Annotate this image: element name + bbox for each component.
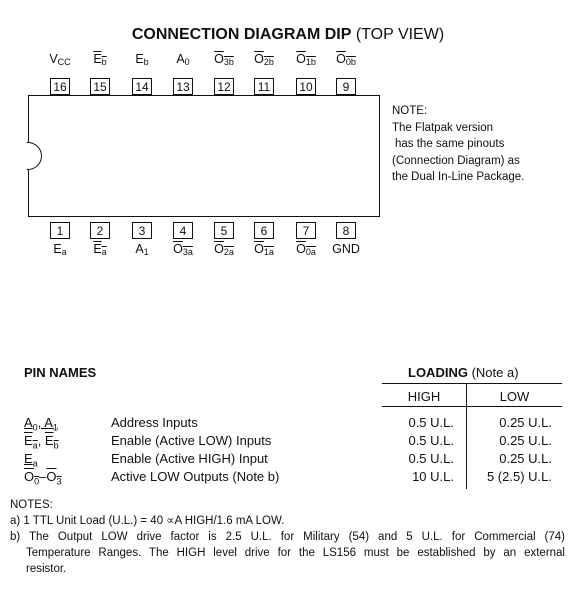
col-high-header: HIGH	[407, 389, 441, 404]
pin-number-box: 1	[50, 222, 70, 239]
pin-number-box: 14	[132, 78, 152, 95]
pin-number-box: 3	[132, 222, 152, 239]
col-low-header: LOW	[499, 389, 530, 404]
note-line: has the same pinouts	[395, 138, 505, 150]
pin-signal-label: Ea	[93, 242, 107, 257]
pin-number-box: 5	[214, 222, 234, 239]
pin-number-box: 7	[296, 222, 316, 239]
pin-number-box: 10	[296, 78, 316, 95]
pin-signal-label: O2a	[214, 242, 234, 257]
pin-signal-label: O2b	[254, 52, 274, 67]
note-b-line3: resistor.	[26, 563, 67, 575]
pin-number-box: 15	[90, 78, 110, 95]
pin-high: 0.5 U.L.	[408, 433, 454, 448]
pin-desc: Enable (Active LOW) Inputs	[111, 433, 272, 448]
pin-number-box: 11	[254, 78, 274, 95]
pin-signal-label: Eb	[135, 52, 149, 67]
pin-signal-label: O0b	[336, 52, 356, 67]
pin-desc: Address Inputs	[111, 415, 198, 430]
pin-signal-label: A1	[135, 242, 149, 257]
pin-name-ea: Ea	[24, 451, 38, 469]
pin-number-box: 8	[336, 222, 356, 239]
pin-low: 0.25 U.L.	[499, 433, 552, 448]
pin-name-text: A0, A1	[24, 415, 58, 433]
flatpak-note: NOTE: The Flatpak version has the same p…	[392, 103, 572, 186]
loading-header-rule	[382, 383, 562, 384]
pin-desc: Enable (Active HIGH) Input	[111, 451, 268, 466]
pin-signal-label: Ea	[53, 242, 67, 257]
note-line: (Connection Diagram) as	[392, 154, 520, 167]
pin-high: 0.5 U.L.	[408, 415, 454, 430]
pin-names-title: PIN NAMES	[24, 365, 97, 380]
pin-number-box: 4	[173, 222, 193, 239]
note-line: the Dual In-Line Package.	[392, 171, 525, 183]
pin-number-box: 2	[90, 222, 110, 239]
pin-signal-label: O1a	[254, 242, 274, 257]
pin-name-ea-eb: Ea, Eb	[24, 433, 59, 451]
pin-high: 0.5 U.L.	[408, 451, 454, 466]
pin-number-box: 12	[214, 78, 234, 95]
loading-column-divider	[466, 383, 467, 489]
note-b-line2: Temperature Ranges. The HIGH level drive…	[26, 547, 565, 559]
pin-signal-label: VCC	[49, 52, 71, 67]
pin-number-box: 13	[173, 78, 193, 95]
pin-low: 0.25 U.L.	[499, 415, 552, 430]
pin-signal-label: O1b	[296, 52, 316, 67]
note-b-line1: b) The Output LOW drive factor is 2.5 U.…	[10, 531, 565, 543]
pin-desc: Active LOW Outputs (Note b)	[111, 469, 280, 484]
note-a: a) 1 TTL Unit Load (U.L.) = 40 ∝A HIGH/1…	[10, 515, 285, 527]
pin-signal-label: O3b	[214, 52, 234, 67]
loading-subheader-rule	[382, 406, 562, 407]
pin-number-box: 16	[50, 78, 70, 95]
pin-name-o0-o3: O0–O3	[24, 469, 62, 487]
pin-signal-label: A0	[176, 52, 190, 67]
pin-signal-label: O3a	[173, 242, 193, 257]
notes-heading: NOTES:	[10, 499, 53, 511]
pin-low: 5 (2.5) U.L.	[486, 469, 552, 484]
diagram-title: CONNECTION DIAGRAM DIP (TOP VIEW)	[131, 26, 445, 43]
pin-number-box: 9	[336, 78, 356, 95]
pin-number-box: 6	[254, 222, 274, 239]
loading-title: LOADING (Note a)	[408, 365, 519, 380]
pin-signal-label: GND	[332, 242, 360, 256]
pin-signal-label: O0a	[296, 242, 316, 257]
note-line: The Flatpak version	[392, 121, 493, 134]
note-heading: NOTE:	[392, 105, 428, 117]
pin-high: 10 U.L.	[412, 469, 454, 484]
pin-name-a0-a1: A0, A1	[24, 414, 109, 433]
dip-package-body	[28, 95, 380, 217]
pin-low: 0.25 U.L.	[499, 451, 552, 466]
pin-signal-label: Eb	[93, 52, 107, 67]
